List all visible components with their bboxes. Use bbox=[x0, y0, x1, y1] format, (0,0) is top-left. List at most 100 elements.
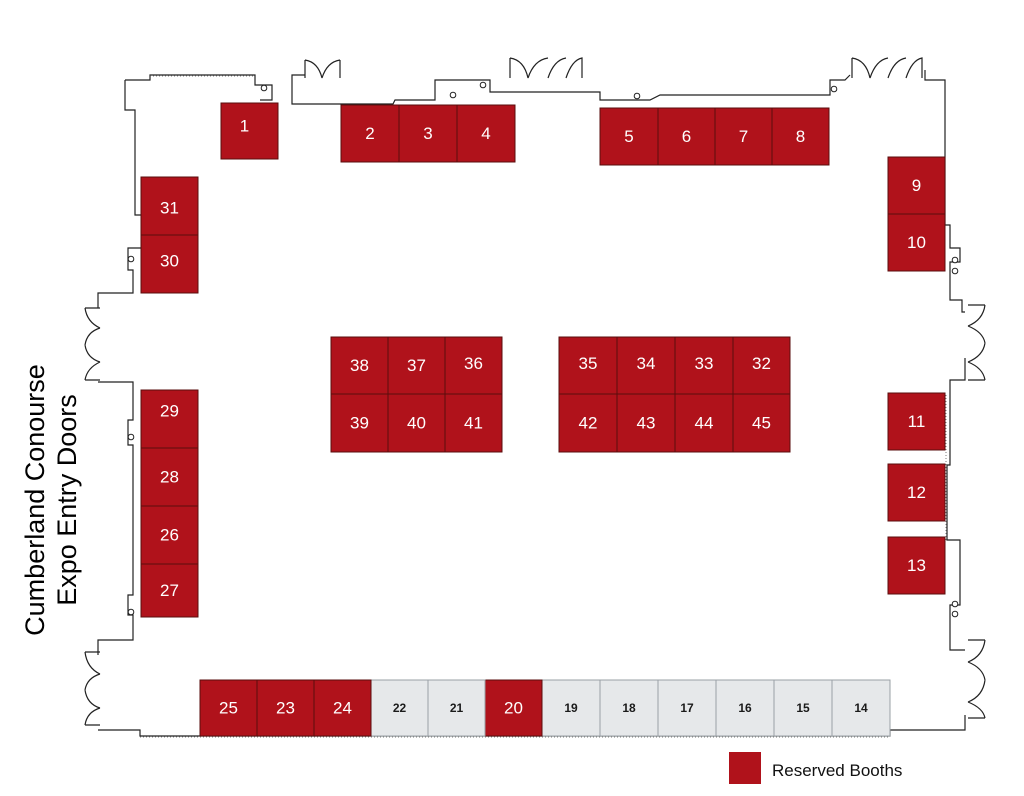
booth-number: 7 bbox=[739, 127, 748, 146]
booth-box[interactable] bbox=[140, 176, 199, 236]
booth-36[interactable]: 36 bbox=[444, 336, 503, 395]
legend-swatch bbox=[729, 752, 761, 784]
pillar-markers bbox=[127, 81, 959, 618]
booth-31[interactable]: 31 bbox=[140, 176, 199, 236]
booth-number: 31 bbox=[160, 199, 179, 218]
booth-box[interactable] bbox=[831, 679, 891, 737]
booth-18[interactable]: 18 bbox=[599, 679, 659, 737]
booth-23[interactable]: 23 bbox=[256, 679, 315, 737]
booth-15[interactable]: 15 bbox=[773, 679, 833, 737]
booth-35[interactable]: 35 bbox=[558, 336, 618, 395]
booth-2[interactable]: 2 bbox=[340, 104, 400, 163]
door-right-middle bbox=[967, 304, 986, 381]
booth-41[interactable]: 41 bbox=[444, 393, 503, 453]
booth-box[interactable] bbox=[732, 336, 791, 395]
pillar-marker bbox=[633, 92, 641, 100]
booth-box[interactable] bbox=[616, 336, 676, 395]
booth-number: 34 bbox=[637, 354, 656, 373]
booth-box[interactable] bbox=[140, 563, 199, 618]
booth-box[interactable] bbox=[340, 104, 400, 163]
booth-45[interactable]: 45 bbox=[732, 393, 791, 453]
booth-box[interactable] bbox=[887, 392, 946, 451]
booth-25[interactable]: 25 bbox=[199, 679, 258, 737]
booth-10[interactable]: 10 bbox=[887, 213, 946, 272]
booth-box[interactable] bbox=[887, 213, 946, 272]
hall-outline bbox=[97, 70, 966, 737]
booth-3[interactable]: 3 bbox=[398, 104, 458, 163]
booth-number: 37 bbox=[407, 356, 426, 375]
booth-box[interactable] bbox=[714, 107, 773, 166]
pillar-marker bbox=[449, 91, 457, 99]
booth-26[interactable]: 26 bbox=[140, 505, 199, 565]
booth-40[interactable]: 40 bbox=[387, 393, 446, 453]
booth-1[interactable]: 1 bbox=[220, 102, 279, 160]
booth-29[interactable]: 29 bbox=[140, 389, 199, 449]
booth-22[interactable]: 22 bbox=[370, 679, 429, 737]
booth-39[interactable]: 39 bbox=[330, 393, 389, 453]
booth-box[interactable] bbox=[558, 336, 618, 395]
booth-38[interactable]: 38 bbox=[330, 336, 389, 395]
booth-box[interactable] bbox=[715, 679, 775, 737]
booth-box[interactable] bbox=[220, 102, 279, 160]
booth-box[interactable] bbox=[541, 679, 601, 737]
booth-box[interactable] bbox=[773, 679, 833, 737]
booth-box[interactable] bbox=[444, 393, 503, 453]
booth-box[interactable] bbox=[330, 393, 389, 453]
booth-43[interactable]: 43 bbox=[616, 393, 676, 453]
booth-box[interactable] bbox=[398, 104, 458, 163]
booth-34[interactable]: 34 bbox=[616, 336, 676, 395]
booth-21[interactable]: 21 bbox=[427, 679, 486, 737]
booth-box[interactable] bbox=[771, 107, 830, 166]
booth-37[interactable]: 37 bbox=[387, 336, 446, 395]
booth-box[interactable] bbox=[140, 447, 199, 507]
booth-6[interactable]: 6 bbox=[657, 107, 716, 166]
booth-16[interactable]: 16 bbox=[715, 679, 775, 737]
booth-box[interactable] bbox=[199, 679, 258, 737]
booth-33[interactable]: 33 bbox=[674, 336, 734, 395]
booth-box[interactable] bbox=[140, 505, 199, 565]
booth-42[interactable]: 42 bbox=[558, 393, 618, 453]
booth-box[interactable] bbox=[558, 393, 618, 453]
booth-8[interactable]: 8 bbox=[771, 107, 830, 166]
booth-28[interactable]: 28 bbox=[140, 447, 199, 507]
booth-number: 2 bbox=[365, 124, 374, 143]
booth-20[interactable]: 20 bbox=[484, 679, 543, 737]
booth-7[interactable]: 7 bbox=[714, 107, 773, 166]
booth-19[interactable]: 19 bbox=[541, 679, 601, 737]
booth-box[interactable] bbox=[140, 234, 199, 294]
booth-27[interactable]: 27 bbox=[140, 563, 199, 618]
booth-5[interactable]: 5 bbox=[599, 107, 659, 166]
door-left-bottom bbox=[84, 651, 101, 726]
booth-box[interactable] bbox=[140, 389, 199, 449]
booth-box[interactable] bbox=[887, 536, 946, 595]
booth-9[interactable]: 9 bbox=[887, 156, 946, 215]
booth-14[interactable]: 14 bbox=[831, 679, 891, 737]
booth-number: 16 bbox=[738, 701, 752, 715]
booth-30[interactable]: 30 bbox=[140, 234, 199, 294]
booth-box[interactable] bbox=[330, 336, 389, 395]
booth-24[interactable]: 24 bbox=[313, 679, 372, 737]
booth-4[interactable]: 4 bbox=[456, 104, 516, 163]
booth-number: 28 bbox=[160, 468, 179, 487]
booth-32[interactable]: 32 bbox=[732, 336, 791, 395]
booth-number: 6 bbox=[682, 127, 691, 146]
booth-box[interactable] bbox=[599, 107, 659, 166]
entry-label-line1: Cumberland Conourse bbox=[20, 364, 50, 636]
booth-12[interactable]: 12 bbox=[887, 463, 946, 522]
booth-11[interactable]: 11 bbox=[887, 392, 946, 451]
booth-number: 36 bbox=[464, 354, 483, 373]
booth-box[interactable] bbox=[313, 679, 372, 737]
booth-box[interactable] bbox=[887, 463, 946, 522]
booth-box[interactable] bbox=[732, 393, 791, 453]
booth-box[interactable] bbox=[387, 336, 446, 395]
booth-box[interactable] bbox=[456, 104, 516, 163]
booth-13[interactable]: 13 bbox=[887, 536, 946, 595]
booth-44[interactable]: 44 bbox=[674, 393, 734, 453]
door-top-left bbox=[304, 59, 341, 79]
booth-box[interactable] bbox=[387, 393, 446, 453]
booth-17[interactable]: 17 bbox=[657, 679, 717, 737]
booth-box[interactable] bbox=[616, 393, 676, 453]
booth-box[interactable] bbox=[484, 679, 543, 737]
booth-box[interactable] bbox=[256, 679, 315, 737]
